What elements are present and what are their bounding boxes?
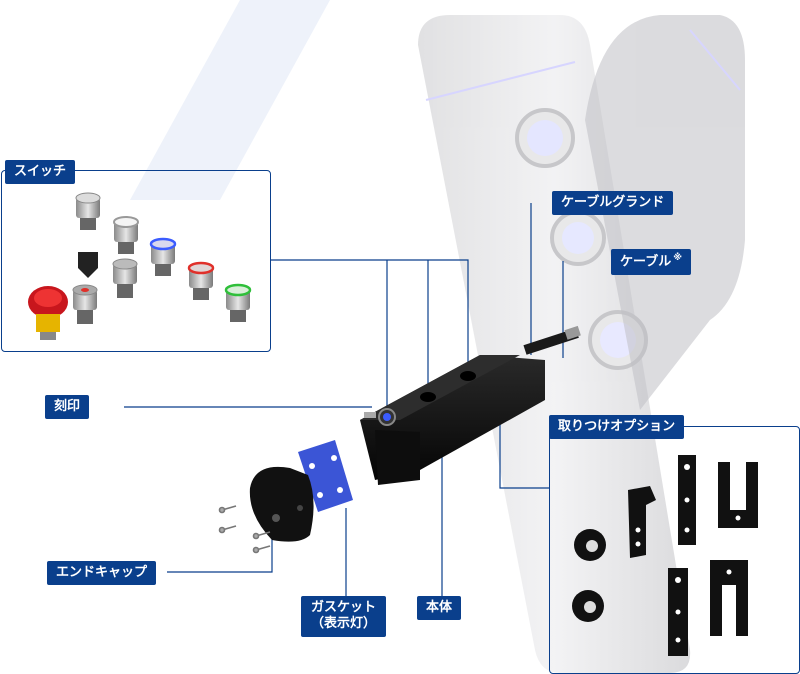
- hook-bracket: [628, 486, 656, 558]
- label-cable: ケーブル※: [611, 249, 691, 275]
- switch-white-ring: [113, 216, 139, 254]
- u-bracket-bottom: [710, 560, 748, 636]
- label-cable-gland-text: ケーブルグランド: [561, 195, 665, 210]
- magnet-top: [574, 529, 606, 561]
- mounting-parts: [572, 455, 758, 656]
- label-switch: スイッチ: [5, 160, 76, 185]
- screws: [218, 505, 271, 554]
- label-gasket: ガスケット （表示灯）: [301, 596, 387, 637]
- label-switch-text: スイッチ: [14, 164, 67, 179]
- label-end-cap: エンドキャップ: [47, 561, 157, 586]
- switch-red-dot: [72, 284, 98, 324]
- label-cable-gland: ケーブルグランド: [552, 191, 674, 216]
- label-end-cap-text: エンドキャップ: [56, 565, 148, 580]
- device-body: [360, 355, 545, 485]
- switch-e-stop: [28, 286, 68, 340]
- label-gasket-line1: ガスケット: [311, 600, 377, 615]
- label-body: 本体: [417, 596, 462, 621]
- label-engraving-text: 刻印: [54, 399, 81, 414]
- label-gasket-line2: （表示灯）: [311, 616, 377, 632]
- cable: [523, 325, 581, 355]
- switch-blue-ring: [149, 237, 177, 276]
- gasket: [298, 440, 353, 512]
- switch-red-ring: [187, 261, 215, 300]
- mounting-options-box: [549, 426, 800, 674]
- label-cable-text: ケーブル: [620, 254, 672, 270]
- switch-box: [1, 170, 271, 352]
- switch-key: [78, 252, 98, 278]
- label-body-text: 本体: [426, 600, 453, 615]
- switch-samples: [28, 192, 252, 340]
- label-engraving: 刻印: [45, 395, 90, 420]
- label-mounting-options: 取りつけオプション: [549, 415, 685, 440]
- switch-green-ring: [224, 283, 252, 322]
- long-plate-top: [678, 455, 696, 545]
- label-cable-mark: ※: [673, 253, 682, 263]
- long-plate-bottom: [668, 568, 688, 656]
- background-stripe: [130, 0, 330, 200]
- switch-silver-2: [112, 258, 138, 298]
- end-cap: [249, 466, 314, 542]
- label-mounting-options-text: 取りつけオプション: [558, 419, 676, 434]
- u-bracket-top: [718, 462, 758, 528]
- magnet-bottom: [572, 590, 604, 622]
- switch-silver: [75, 192, 101, 230]
